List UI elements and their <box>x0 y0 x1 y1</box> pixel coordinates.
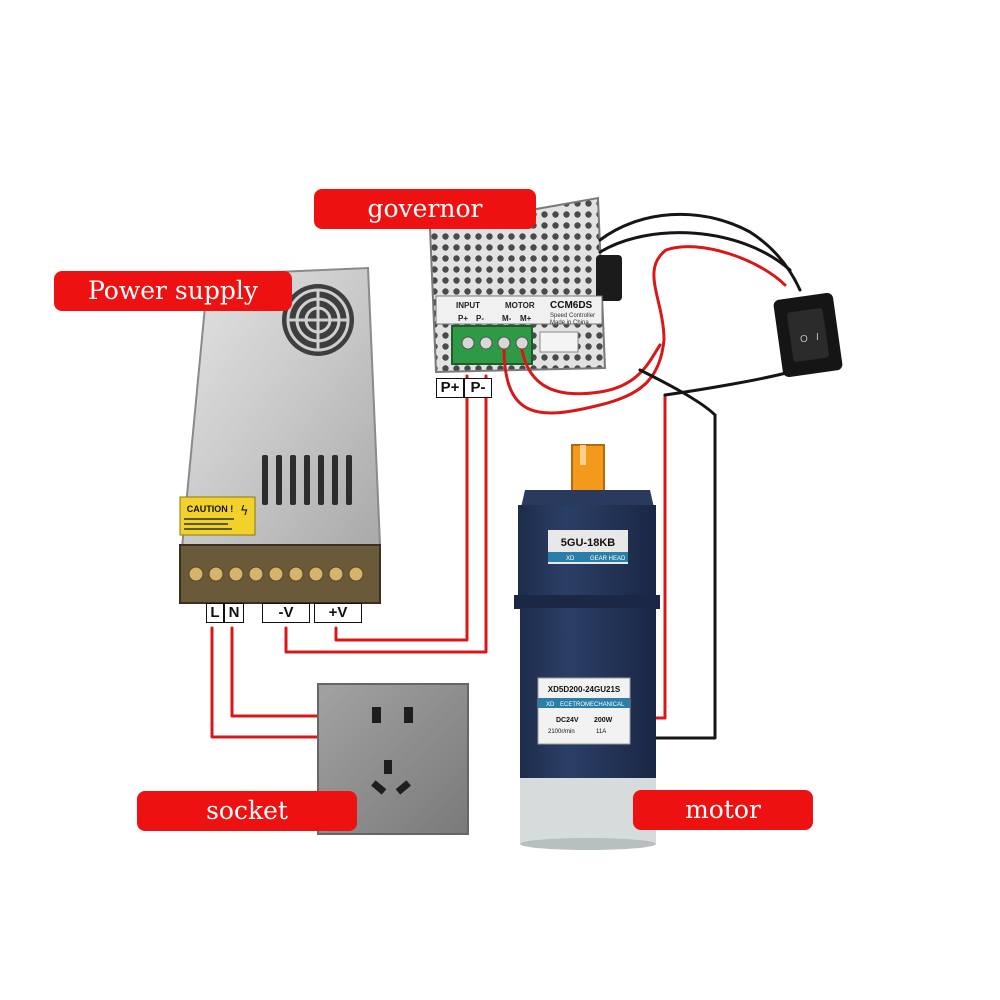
rocker-switch: O I <box>773 292 843 378</box>
svg-text:CAUTION !: CAUTION ! <box>187 504 234 514</box>
svg-text:CCM6DS: CCM6DS <box>550 300 593 311</box>
svg-text:P-: P- <box>476 314 484 323</box>
terminal-n: N <box>224 603 244 623</box>
svg-text:XD5D200-24GU21S: XD5D200-24GU21S <box>548 685 621 694</box>
callout-motor: motor <box>633 790 813 830</box>
power-supply: CAUTION ! ϟ <box>179 266 382 604</box>
svg-text:M+: M+ <box>520 314 532 323</box>
svg-text:Speed Controller: Speed Controller <box>550 313 595 319</box>
svg-text:11A: 11A <box>596 729 606 735</box>
potentiometer-knob <box>596 255 622 301</box>
terminal-l: L <box>206 603 224 623</box>
wire-dc-neg <box>284 374 488 654</box>
wire-switch-black-1 <box>598 212 802 292</box>
svg-text:GEAR HEAD: GEAR HEAD <box>590 556 626 562</box>
terminal-p-minus: P- <box>464 378 492 398</box>
caution-sticker: CAUTION ! ϟ <box>179 496 256 536</box>
svg-text:Made in China: Made in China <box>550 320 589 326</box>
wire-switch-black-2 <box>598 231 792 272</box>
terminal-p-plus: P+ <box>436 378 464 398</box>
svg-text:MOTOR: MOTOR <box>505 301 535 310</box>
svg-text:XD: XD <box>566 556 575 562</box>
svg-text:I: I <box>816 332 819 343</box>
fan-icon <box>282 284 354 356</box>
svg-text:ECETROMECHANICAL: ECETROMECHANICAL <box>560 702 625 708</box>
svg-text:2100r/min: 2100r/min <box>548 729 575 735</box>
callout-governor: governor <box>314 189 536 229</box>
wire-dc-pos <box>334 374 469 642</box>
governor-controller: INPUT MOTOR CCM6DS Speed Controller Made… <box>428 196 622 374</box>
wire-motor-m-plus <box>520 343 662 396</box>
warning-bolt-icon: ϟ <box>240 504 249 519</box>
svg-text:INPUT: INPUT <box>456 301 480 310</box>
terminal-screws <box>188 566 364 582</box>
terminal-neg-v: -V <box>262 603 310 623</box>
svg-text:DC24V: DC24V <box>556 717 579 724</box>
wire-motor-m-minus <box>502 245 787 415</box>
svg-text:P+: P+ <box>458 314 468 323</box>
svg-text:M-: M- <box>502 314 512 323</box>
svg-text:O: O <box>800 334 808 345</box>
callout-socket: socket <box>137 791 357 831</box>
svg-text:200W: 200W <box>594 717 613 724</box>
vent-slots <box>262 455 352 505</box>
svg-text:5GU-18KB: 5GU-18KB <box>561 537 615 549</box>
terminal-pos-v: +V <box>314 603 362 623</box>
callout-power-supply: Power supply <box>54 271 292 311</box>
wire-motor-black <box>638 413 717 740</box>
svg-text:XD: XD <box>546 702 555 708</box>
